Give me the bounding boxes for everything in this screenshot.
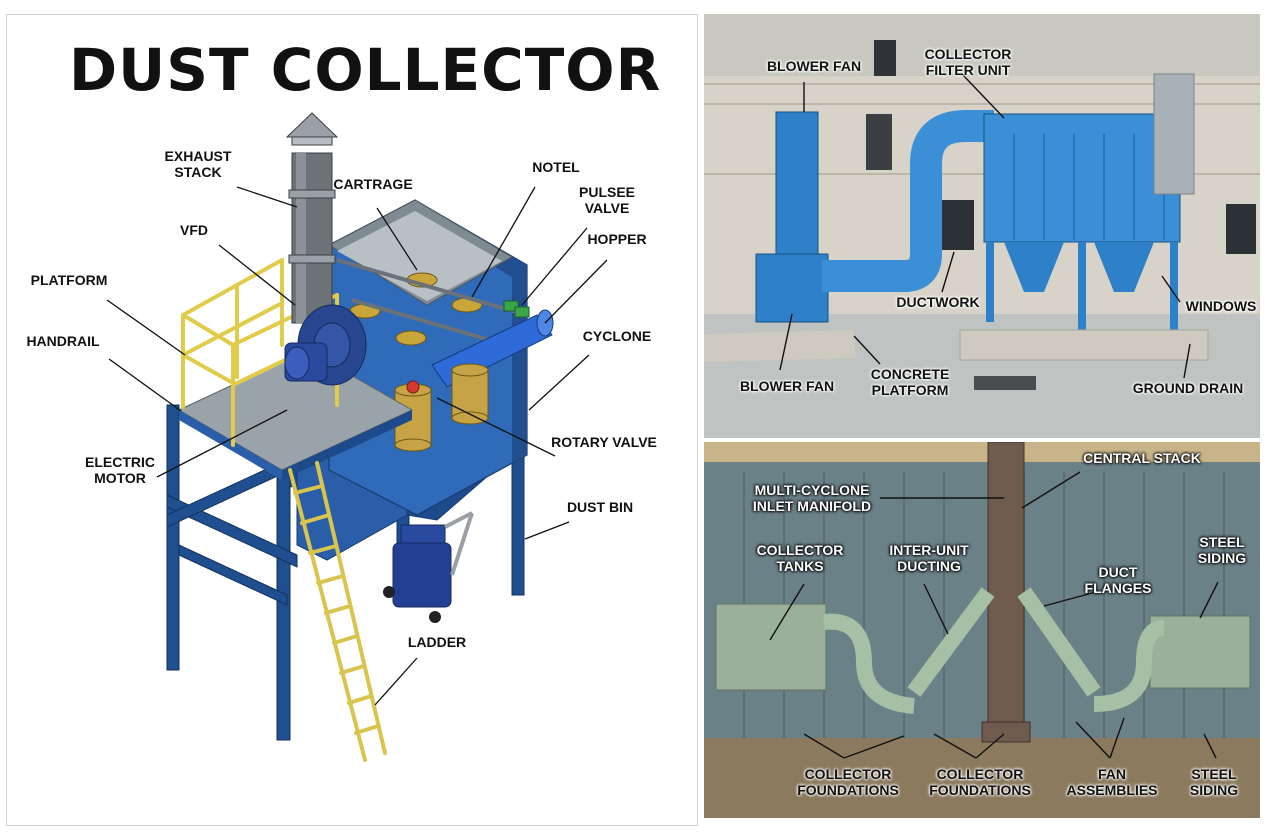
label-windows: WINDOWS	[1185, 298, 1257, 314]
cyclone-cylinders	[394, 363, 489, 452]
exhaust-stack-shape	[285, 112, 339, 324]
collector-housing	[327, 199, 528, 516]
label-handrail: HANDRAIL	[26, 333, 100, 349]
label-vfd: VFD	[180, 222, 208, 238]
label-cyclone: CYCLONE	[582, 328, 652, 344]
label-ladder: LADDER	[407, 634, 467, 650]
label-rotary-valve: ROTARY VALVE	[551, 434, 657, 450]
photo-top-illustration	[704, 14, 1260, 438]
label-ground-drain: GROUND DRAIN	[1132, 380, 1244, 396]
photo-bottom-illustration	[704, 442, 1260, 818]
label-ductwork: DUCTWORK	[896, 294, 980, 310]
label-cartrage: CARTRAGE	[333, 176, 413, 192]
label-platform: PLATFORM	[30, 272, 108, 288]
pulse-pipes	[336, 258, 528, 347]
label-notel: NOTEL	[532, 159, 580, 175]
ladder-shape	[288, 461, 387, 762]
handrail-frame	[181, 258, 339, 447]
dust-collector-illustration	[106, 112, 608, 762]
label-hopper: HOPPER	[587, 231, 647, 247]
blower-motor-shape	[284, 304, 367, 386]
label-blower-fan-bottom: BLOWER FAN	[739, 378, 835, 394]
page-title: DUST COLLECTOR	[69, 36, 662, 104]
diagram-panel: DUST COLLECTOR	[6, 14, 698, 826]
dust-bin-shape	[383, 511, 474, 623]
rotary-valve-marker	[406, 380, 420, 394]
label-blower-fan-top: BLOWER FAN	[766, 58, 862, 74]
label-central-stack: CENTRAL STACK	[1083, 450, 1201, 466]
pulse-valves	[503, 300, 530, 318]
diagram-leaders	[106, 186, 608, 706]
label-dust-bin: DUST BIN	[566, 499, 634, 515]
